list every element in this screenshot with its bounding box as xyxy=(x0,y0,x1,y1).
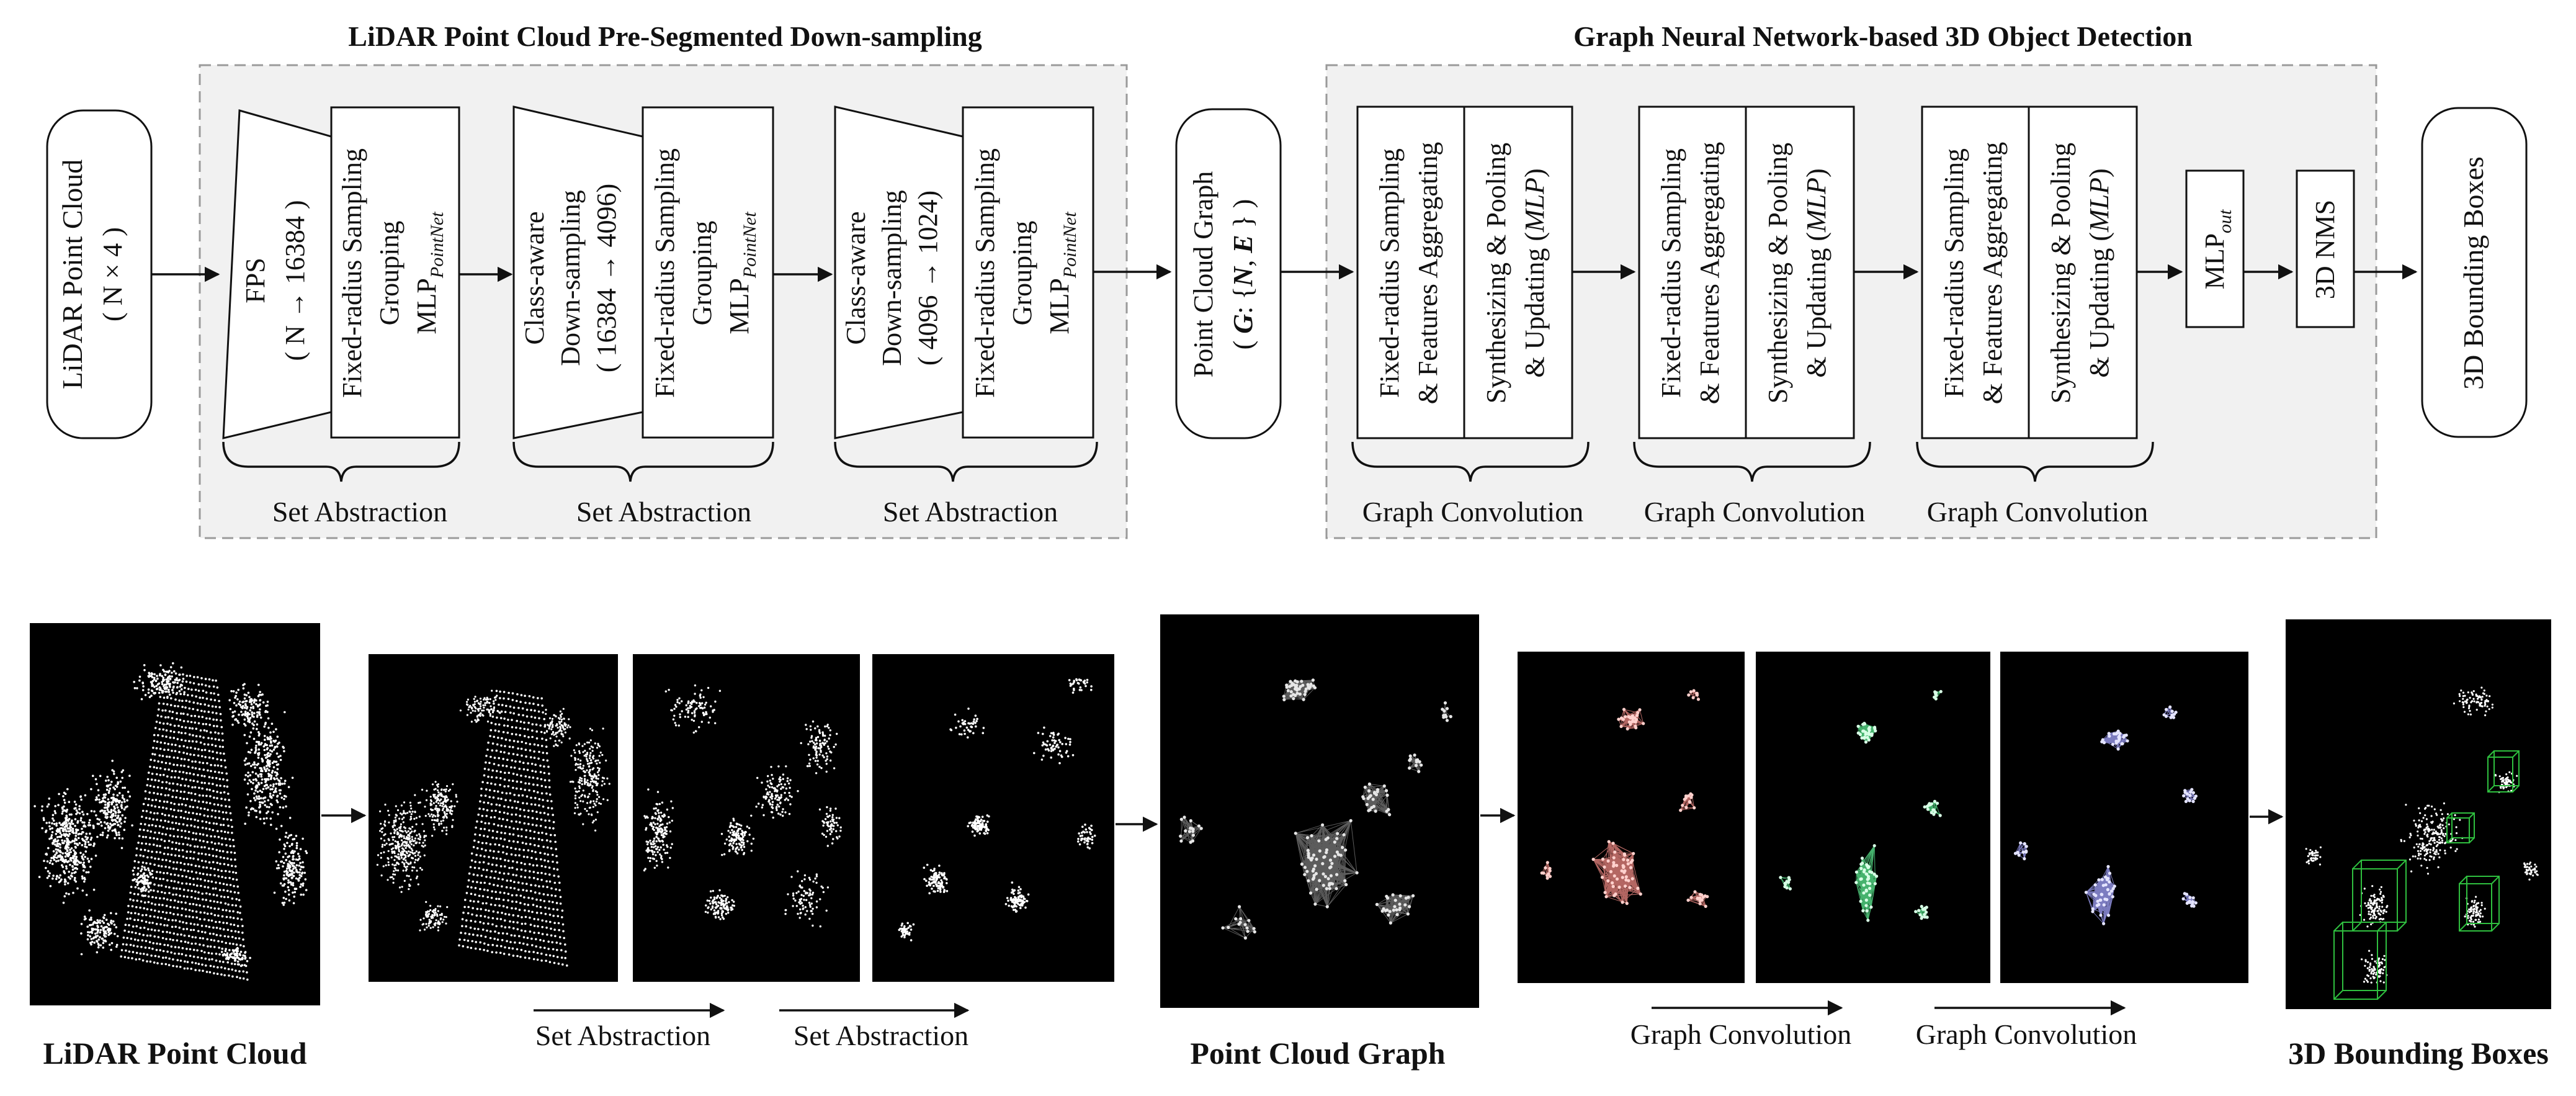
bottom-label-lidar: LiDAR Point Cloud xyxy=(43,1036,306,1071)
panel-bounding-boxes xyxy=(2286,619,2551,1009)
graph-red xyxy=(1540,689,1709,908)
bottom-label-gc-2: Graph Convolution xyxy=(1916,1018,2137,1050)
nms-box: 3D NMS xyxy=(2296,169,2355,328)
gc1-brace xyxy=(1351,441,1590,482)
graph-green xyxy=(1779,689,1943,922)
sa2-grouping: Grouping xyxy=(687,221,717,326)
output-label: 3D Bounding Boxes xyxy=(2457,156,2489,390)
gc3-sampling-line: Fixed-radius Sampling xyxy=(1939,148,1969,398)
sa3-trap-line1: Class-aware xyxy=(841,211,871,344)
sa1-sampling: Fixed-radius Sampling xyxy=(337,148,367,398)
gc1-pooling-line: Synthesizing & Pooling xyxy=(1481,143,1511,403)
fps-count: ( N → 16384 ) xyxy=(280,200,310,361)
sa3-group-rect xyxy=(962,106,1094,439)
sa1-mlp: MLPPointNet xyxy=(411,212,447,335)
gc2-sampling-line: Fixed-radius Sampling xyxy=(1656,148,1686,398)
bottom-label-bbox: 3D Bounding Boxes xyxy=(2288,1036,2549,1071)
points-bounding-boxes xyxy=(2305,686,2539,1000)
section-title-gnn: Graph Neural Network-based 3D Object Det… xyxy=(1573,20,2193,52)
points-sa-3 xyxy=(898,678,1096,941)
gc1-updating-line: & Updating (MLP) xyxy=(1519,168,1550,377)
gc3-update-rect xyxy=(2028,106,2138,439)
fps-label: FPS xyxy=(240,258,271,303)
sa3-trap-line3: ( 4096 → 1024) xyxy=(913,191,943,366)
gc3-brace xyxy=(1916,441,2154,482)
sa2-brace xyxy=(512,441,774,482)
mlp-out-label: MLPout xyxy=(2199,209,2235,289)
points-lidar-raw xyxy=(34,662,308,981)
bottom-label-gc-1: Graph Convolution xyxy=(1630,1018,1851,1050)
input-point-cloud-box: LiDAR Point Cloud ( N × 4 ) xyxy=(46,109,153,439)
gc3-aggregate-rect xyxy=(1921,106,2030,439)
gc2-updating-line: & Updating (MLP) xyxy=(1801,168,1831,377)
points-sa-2 xyxy=(643,684,842,928)
panel-sa-3 xyxy=(872,654,1114,982)
gc3-aggregate-line: & Features Aggregating xyxy=(1977,142,2008,405)
panel-point-cloud-graph xyxy=(1160,614,1479,1008)
sa3-sampling: Fixed-radius Sampling xyxy=(970,148,1000,398)
panel-gc-blue xyxy=(2000,652,2248,983)
gc2-label: Graph Convolution xyxy=(1644,496,1865,528)
section-title-downsampling: LiDAR Point Cloud Pre-Segmented Down-sam… xyxy=(348,20,982,52)
bottom-label-graph: Point Cloud Graph xyxy=(1190,1036,1445,1071)
set-abstraction-block-1: FPS ( N → 16384 ) Fixed-radius Sampling … xyxy=(222,106,460,528)
sa2-trap-line1: Class-aware xyxy=(519,211,550,344)
panel-lidar-raw xyxy=(30,623,320,1005)
sa3-trap-line2: Down-sampling xyxy=(877,190,907,366)
sa2-sampling: Fixed-radius Sampling xyxy=(650,148,680,398)
sa2-mlp: MLPPointNet xyxy=(724,212,760,335)
set-abstraction-block-2: Class-aware Down-sampling ( 16384 → 4096… xyxy=(512,106,774,528)
sa3-mlp: MLPPointNet xyxy=(1044,212,1080,335)
panel-gc-green xyxy=(1756,652,1990,983)
gc2-pooling-line: Synthesizing & Pooling xyxy=(1763,143,1793,403)
graph-blue xyxy=(2013,705,2198,925)
input-title: LiDAR Point Cloud xyxy=(56,159,88,390)
gc1-aggregate-rect xyxy=(1356,106,1465,439)
gc1-aggregate-line: & Features Aggregating xyxy=(1413,142,1443,405)
graph-convolution-block-2: Fixed-radius Sampling & Features Aggregat… xyxy=(1633,106,1871,528)
graph-box-def: ( G: {N, E } ) xyxy=(1228,199,1258,350)
sa2-trap-line2: Down-sampling xyxy=(555,190,586,366)
input-shape: ( N × 4 ) xyxy=(97,227,128,321)
gc2-update-rect xyxy=(1745,106,1855,439)
gc1-label: Graph Convolution xyxy=(1362,496,1583,528)
graph-gray xyxy=(1179,678,1452,940)
points-sa-1 xyxy=(376,689,610,967)
graph-box-title: Point Cloud Graph xyxy=(1188,171,1219,377)
set-abstraction-block-3: Class-aware Down-sampling ( 4096 → 1024)… xyxy=(834,106,1098,528)
gc2-aggregate-line: & Features Aggregating xyxy=(1694,142,1725,405)
sa1-group-rect xyxy=(330,106,460,439)
gc2-brace xyxy=(1633,441,1871,482)
mlp-out-box: MLPout xyxy=(2185,169,2245,328)
sa2-trap-line3: ( 16384 → 4096) xyxy=(591,184,622,372)
sa3-brace xyxy=(834,441,1098,482)
graph-convolution-blocks: Fixed-radius Sampling & Features Aggregat… xyxy=(1351,106,2183,528)
gc2-aggregate-rect xyxy=(1638,106,1747,439)
gc1-sampling-line: Fixed-radius Sampling xyxy=(1374,148,1405,398)
sa2-group-rect xyxy=(642,106,774,439)
sa1-label: Set Abstraction xyxy=(272,496,447,528)
gc3-label: Graph Convolution xyxy=(1927,496,2148,528)
point-cloud-graph-box: Point Cloud Graph ( G: {N, E } ) xyxy=(1175,108,1282,439)
gc3-updating-line: & Updating (MLP) xyxy=(2084,168,2114,377)
panel-sa-2 xyxy=(633,654,860,982)
sa1-brace xyxy=(222,441,460,482)
bottom-label-sa-1: Set Abstraction xyxy=(535,1020,710,1051)
panel-gc-red xyxy=(1518,652,1745,983)
sa3-grouping: Grouping xyxy=(1007,221,1037,326)
output-bounding-boxes-box: 3D Bounding Boxes xyxy=(2421,107,2528,438)
graph-convolution-block-3: Fixed-radius Sampling & Features Aggregat… xyxy=(1916,106,2154,528)
gc3-pooling-line: Synthesizing & Pooling xyxy=(2046,143,2076,403)
sa2-label: Set Abstraction xyxy=(576,496,751,528)
bottom-label-sa-2: Set Abstraction xyxy=(794,1020,968,1051)
sa1-grouping: Grouping xyxy=(374,221,405,326)
sa3-label: Set Abstraction xyxy=(883,496,1058,528)
nms-label: 3D NMS xyxy=(2310,200,2340,299)
